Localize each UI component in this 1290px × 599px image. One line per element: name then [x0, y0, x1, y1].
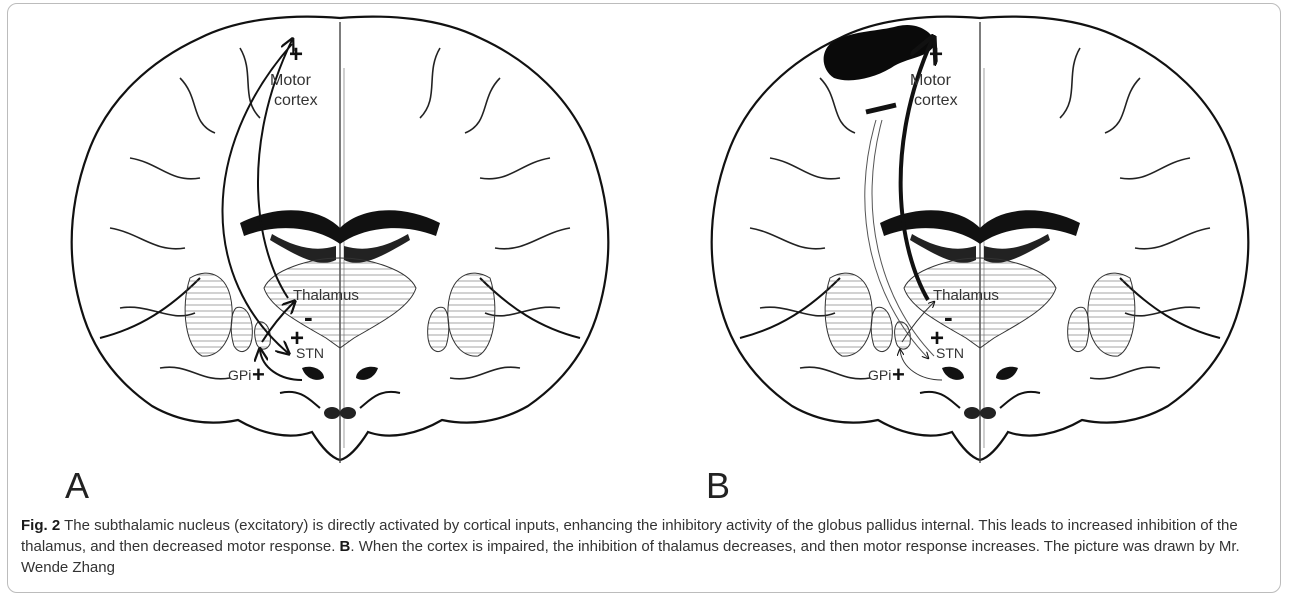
- motor-cortex-label-line2: cortex: [274, 92, 318, 109]
- motor-cortex-label-line1: Motor: [910, 72, 952, 89]
- thalamus-minus-sign: -: [944, 302, 953, 332]
- stn-label: STN: [936, 345, 964, 361]
- caption-b-label: B: [340, 538, 351, 555]
- brain-diagram-b: + Motor cortex Thalamus - + STN GPi +: [680, 8, 1280, 478]
- figure-caption: Fig. 2 The subthalamic nucleus (excitato…: [21, 515, 1271, 578]
- thalamus-label: Thalamus: [293, 287, 359, 304]
- caption-fig-label: Fig. 2: [21, 517, 60, 534]
- cortex-plus-sign: +: [929, 41, 943, 68]
- gpi-plus-sign: +: [892, 362, 905, 387]
- cortex-inhibition-bar: [866, 105, 896, 112]
- gpi-label: GPi: [228, 367, 251, 383]
- panel-b: + Motor cortex Thalamus - + STN GPi +: [680, 8, 1280, 478]
- stn-label: STN: [296, 345, 324, 361]
- thalamus-label: Thalamus: [933, 287, 999, 304]
- gpi-label: GPi: [868, 367, 891, 383]
- panel-a: + Motor cortex Thalamus - + STN GPi +: [40, 8, 640, 478]
- thalamus-minus-sign: -: [304, 302, 313, 332]
- brain-diagram-a: + Motor cortex Thalamus - + STN GPi +: [40, 8, 640, 478]
- gpi-plus-sign: +: [252, 362, 265, 387]
- cortex-plus-sign: +: [289, 41, 303, 68]
- panel-label-b: B: [706, 465, 730, 507]
- motor-cortex-label-line2: cortex: [914, 92, 958, 109]
- motor-cortex-label-line1: Motor: [270, 72, 312, 89]
- panel-label-a: A: [65, 465, 89, 507]
